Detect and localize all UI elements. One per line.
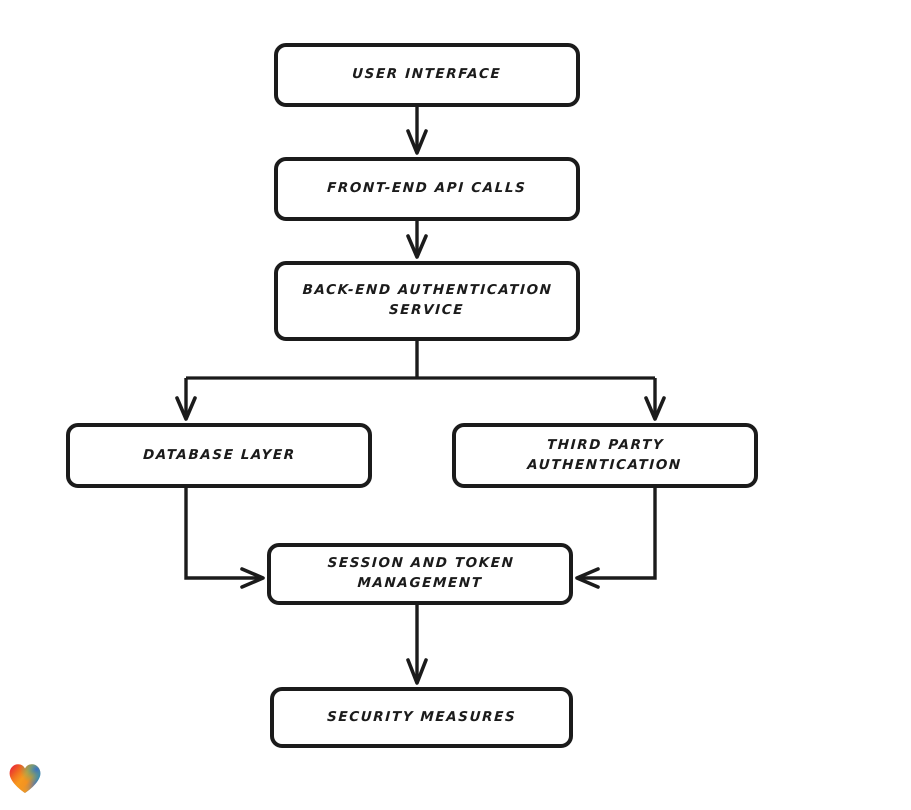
node-security-measures-label: Security Measures <box>326 708 517 725</box>
node-frontend-api-calls-label: Front-End API Calls <box>326 180 528 197</box>
node-third-party-auth[interactable]: Third Party Authentication <box>452 423 758 488</box>
node-security-measures[interactable]: Security Measures <box>270 687 573 748</box>
node-backend-auth-service-label: Back-End Authentication Service <box>302 282 553 318</box>
edge-backend-split <box>175 341 666 421</box>
node-database-layer-label: Database Layer <box>142 446 296 463</box>
edge-session-to-security <box>406 605 428 685</box>
edge-ui-to-frontend <box>406 107 428 155</box>
heart-icon <box>9 764 41 793</box>
node-user-interface[interactable]: User Interface <box>274 43 580 107</box>
edge-thirdparty-to-session <box>575 488 657 589</box>
node-frontend-api-calls[interactable]: Front-End API Calls <box>274 157 580 221</box>
node-third-party-auth-label: Third Party Authentication <box>526 436 683 473</box>
node-database-layer[interactable]: Database Layer <box>66 423 372 488</box>
node-session-token-management[interactable]: Session and Token Management <box>267 543 573 605</box>
edge-database-to-session <box>184 488 265 589</box>
node-session-token-management-label: Session and Token Management <box>326 555 515 591</box>
node-user-interface-label: User Interface <box>352 66 503 83</box>
node-backend-auth-service[interactable]: Back-End Authentication Service <box>274 261 580 341</box>
edge-frontend-to-backend <box>406 221 428 259</box>
